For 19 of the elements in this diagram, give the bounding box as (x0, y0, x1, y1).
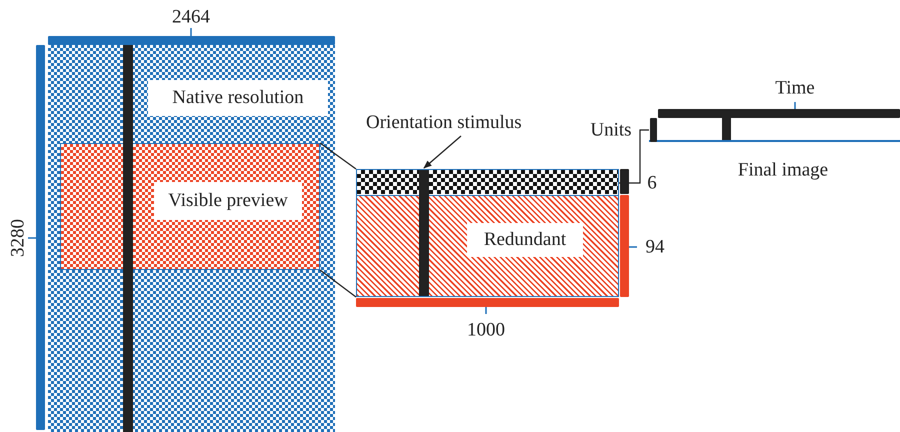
dimension-label: Time (775, 78, 815, 98)
region-label: Redundant (467, 223, 583, 257)
preview-area (60, 143, 320, 270)
dimension-label: 2464 (172, 8, 210, 26)
region-label: Visible preview (154, 182, 302, 220)
stimulus-bar (419, 170, 429, 296)
annotation-text: Orientation stimulus (366, 112, 552, 134)
dimension-label: 94 (646, 238, 664, 256)
image-area (48, 45, 335, 432)
image-caption: Final image (738, 160, 828, 180)
region-label: Native resolution (148, 80, 328, 116)
arrow (423, 136, 462, 169)
connector-line (619, 129, 649, 184)
connector-line (320, 142, 356, 170)
dimension-label: 3280 (8, 219, 28, 257)
dimension-label: Units (590, 120, 632, 140)
dimension-label: 1000 (467, 320, 505, 340)
zoomed-image (356, 169, 619, 297)
dimension-label: 6 (647, 174, 657, 192)
